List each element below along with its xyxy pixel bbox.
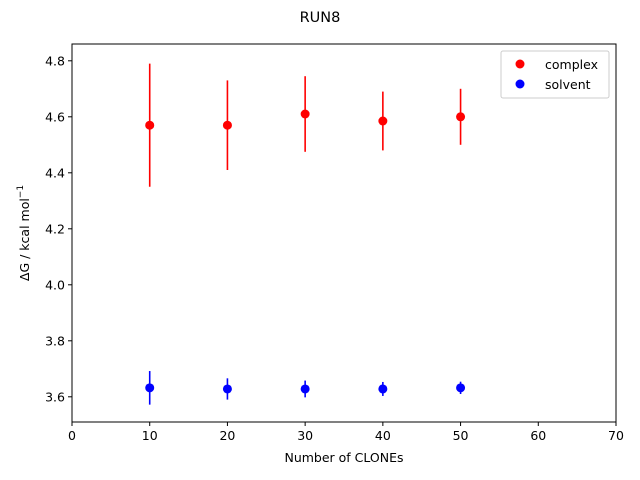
legend: complex solvent	[500, 50, 610, 99]
legend-label-complex: complex	[545, 57, 598, 72]
y-axis-label-main: ΔG / kcal mol	[17, 198, 32, 281]
plot-frame	[71, 43, 617, 423]
data-point-complex	[222, 120, 232, 130]
data-point-complex	[300, 109, 310, 119]
y-tick-label: 4.0	[45, 277, 65, 292]
data-point-solvent	[145, 383, 155, 393]
legend-marker-solvent	[515, 79, 525, 89]
data-point-solvent	[222, 384, 232, 394]
legend-box	[500, 50, 610, 99]
y-axis: 3.6 3.8 4.0 4.2 4.4 4.6 4.8	[45, 53, 72, 404]
x-tick-label: 70	[608, 428, 624, 443]
x-axis: 0 10 20 30 40 50 60 70	[68, 422, 624, 443]
x-tick-label: 30	[297, 428, 313, 443]
legend-label-solvent: solvent	[545, 77, 591, 92]
y-tick-label: 3.6	[45, 389, 65, 404]
y-tick-label: 4.4	[45, 165, 65, 180]
legend-marker-complex	[515, 59, 525, 69]
x-tick-label: 10	[142, 428, 158, 443]
x-tick-label: 40	[375, 428, 391, 443]
data-point-complex	[456, 112, 466, 122]
data-point-solvent	[456, 383, 466, 393]
data-point-complex	[378, 116, 388, 126]
x-axis-label: Number of CLONEs	[284, 450, 403, 465]
y-tick-label: 3.8	[45, 333, 65, 348]
data-point-solvent	[378, 384, 388, 394]
y-tick-label: 4.2	[45, 221, 65, 236]
y-tick-label: 4.6	[45, 109, 65, 124]
x-tick-label: 50	[453, 428, 469, 443]
x-tick-label: 60	[530, 428, 546, 443]
y-axis-label: ΔG / kcal mol−1	[16, 185, 32, 281]
y-tick-label: 4.8	[45, 53, 65, 68]
data-point-solvent	[300, 384, 310, 394]
chart-title: RUN8	[300, 10, 341, 26]
data-point-complex	[145, 120, 155, 130]
x-tick-label: 20	[219, 428, 235, 443]
x-tick-label: 0	[68, 428, 76, 443]
plot-area	[145, 63, 466, 405]
y-axis-label-sup: −1	[16, 185, 26, 198]
